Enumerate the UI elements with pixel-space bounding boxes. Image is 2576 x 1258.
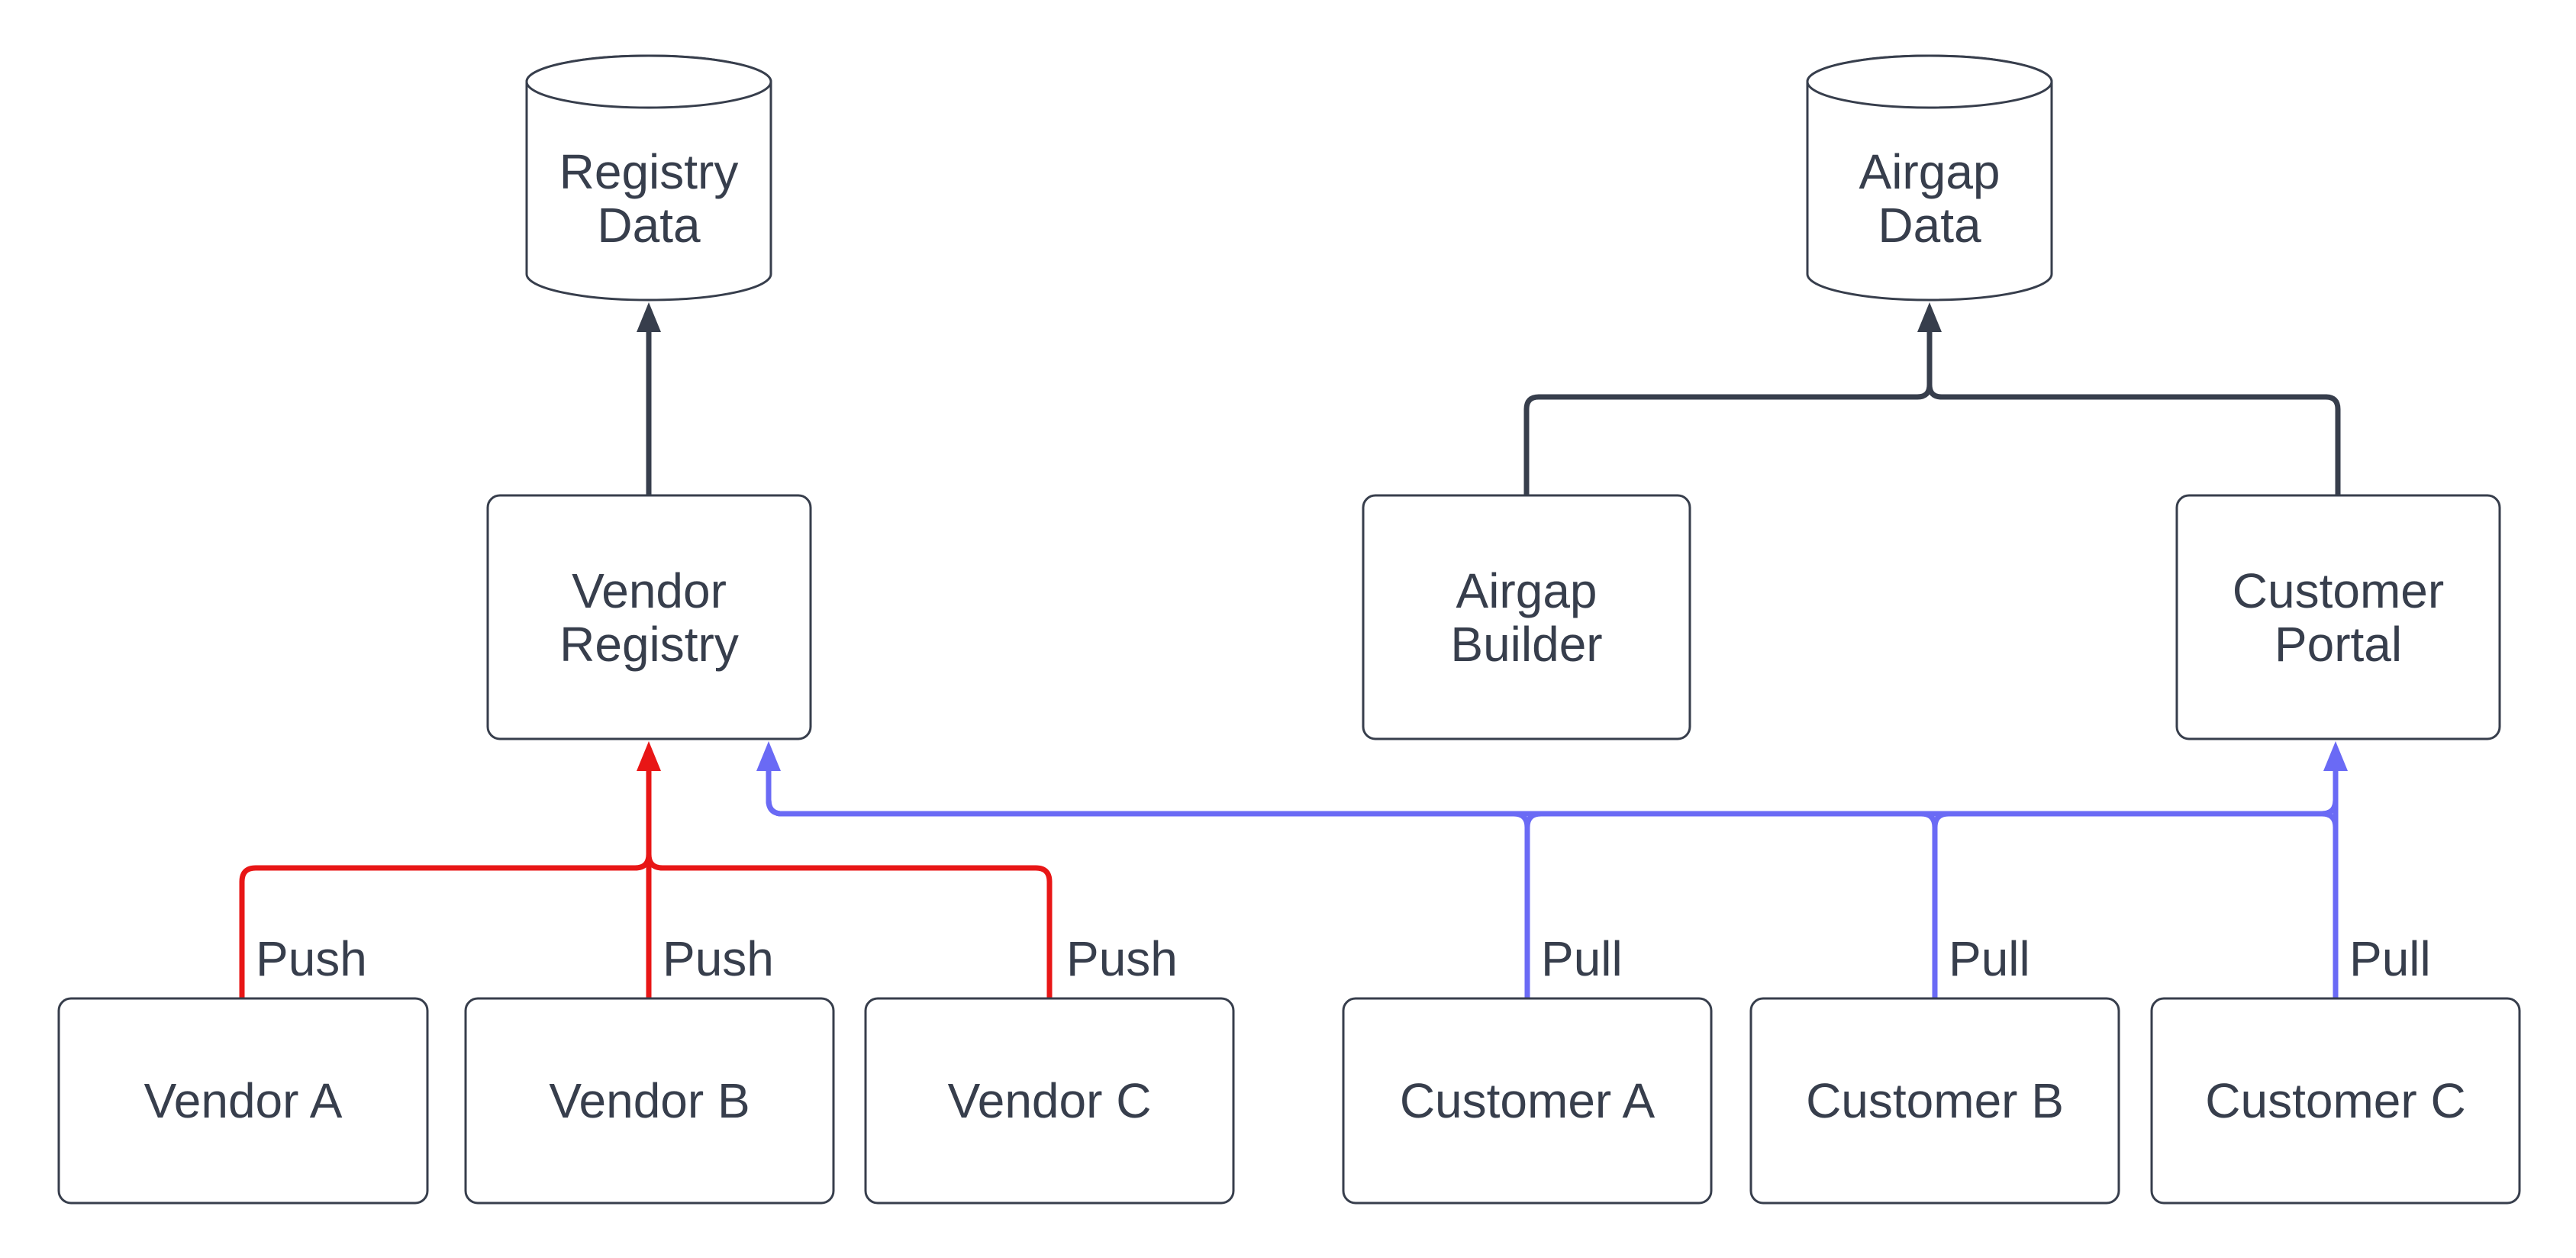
box-vendor-c	[864, 997, 1235, 1205]
arrowhead-into-airgap-data	[1917, 302, 1942, 332]
edge-vendor-a-to-vendor-registry	[239, 770, 652, 998]
edge-customer-c-to-vendor-registry	[766, 770, 2339, 998]
cylinder-registry-data-rim	[525, 54, 772, 109]
box-vendor-registry	[486, 494, 812, 740]
box-vendor-b	[464, 997, 835, 1205]
cylinder-airgap-data	[1806, 54, 2053, 302]
edge-customer-a-to-customer-portal	[1524, 770, 2339, 998]
red-edges	[239, 741, 1053, 998]
edge-vendor-c-to-vendor-registry	[646, 770, 1053, 998]
box-customer-a	[1342, 997, 1713, 1205]
box-customer-portal	[2175, 494, 2501, 740]
arrowhead-blue-into-vendor-registry	[756, 741, 781, 771]
cylinder-airgap-data-rim	[1806, 54, 2053, 109]
cylinder-registry-data	[525, 54, 772, 302]
edge-customer-b-to-vendor-registry	[766, 770, 1938, 998]
edge-customer-portal-to-airgap-data	[1926, 330, 2341, 495]
box-customer-c	[2150, 997, 2521, 1205]
box-customer-b	[1749, 997, 2120, 1205]
dark-edges	[637, 302, 2341, 495]
arrowhead-blue-into-customer-portal	[2323, 741, 2348, 771]
blue-edges	[756, 741, 2348, 998]
edge-customer-a-to-vendor-registry	[766, 770, 1530, 998]
arrowhead-into-registry-data	[637, 302, 661, 332]
box-vendor-a	[57, 997, 429, 1205]
arrowhead-red-into-vendor-registry	[637, 741, 661, 771]
edge-customer-b-to-customer-portal	[1932, 770, 2339, 998]
edge-airgap-builder-to-airgap-data	[1523, 330, 1933, 495]
box-airgap-builder	[1362, 494, 1691, 740]
